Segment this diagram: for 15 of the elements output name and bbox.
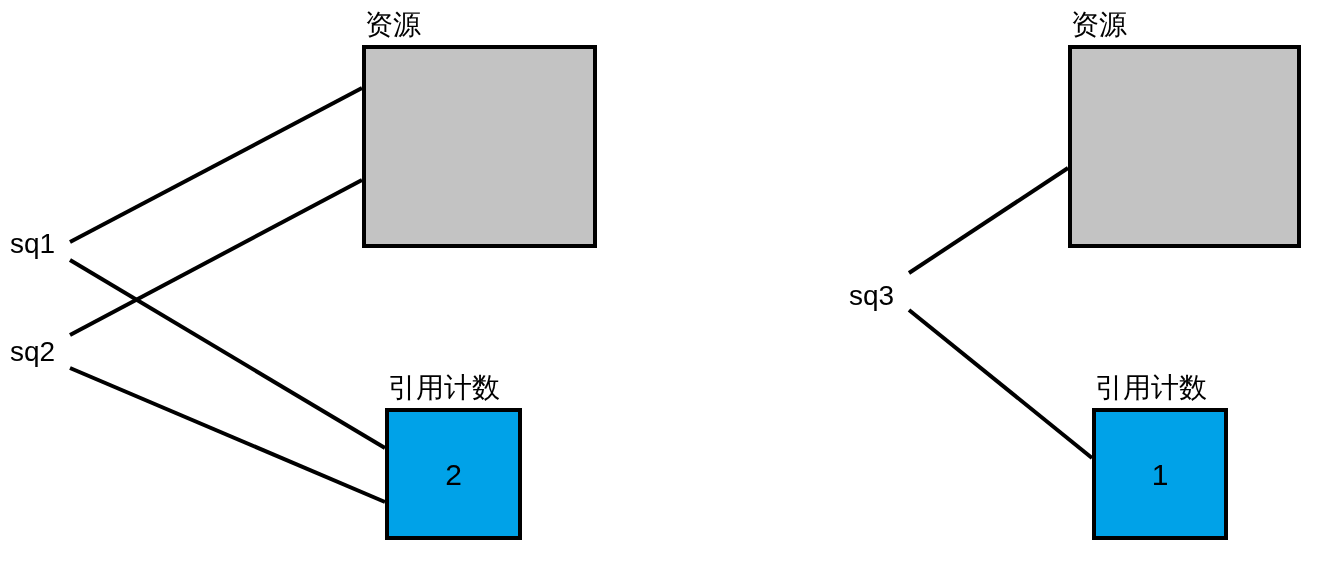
connector-line	[907, 308, 1094, 460]
count-value: 1	[1151, 456, 1169, 493]
connector-line	[907, 166, 1070, 275]
connector-line	[69, 178, 363, 337]
pointer-label: sq2	[10, 334, 56, 370]
connector-line	[69, 86, 363, 244]
box-heading: 资源	[365, 8, 421, 42]
box-heading: 引用计数	[1095, 371, 1207, 405]
connector-line	[69, 366, 386, 504]
count-value: 2	[445, 456, 462, 493]
box-heading: 引用计数	[388, 371, 500, 405]
box-heading: 资源	[1071, 8, 1127, 42]
pointer-label: sq3	[849, 278, 895, 314]
connector-line	[68, 258, 387, 450]
pointer-label: sq1	[10, 226, 56, 262]
